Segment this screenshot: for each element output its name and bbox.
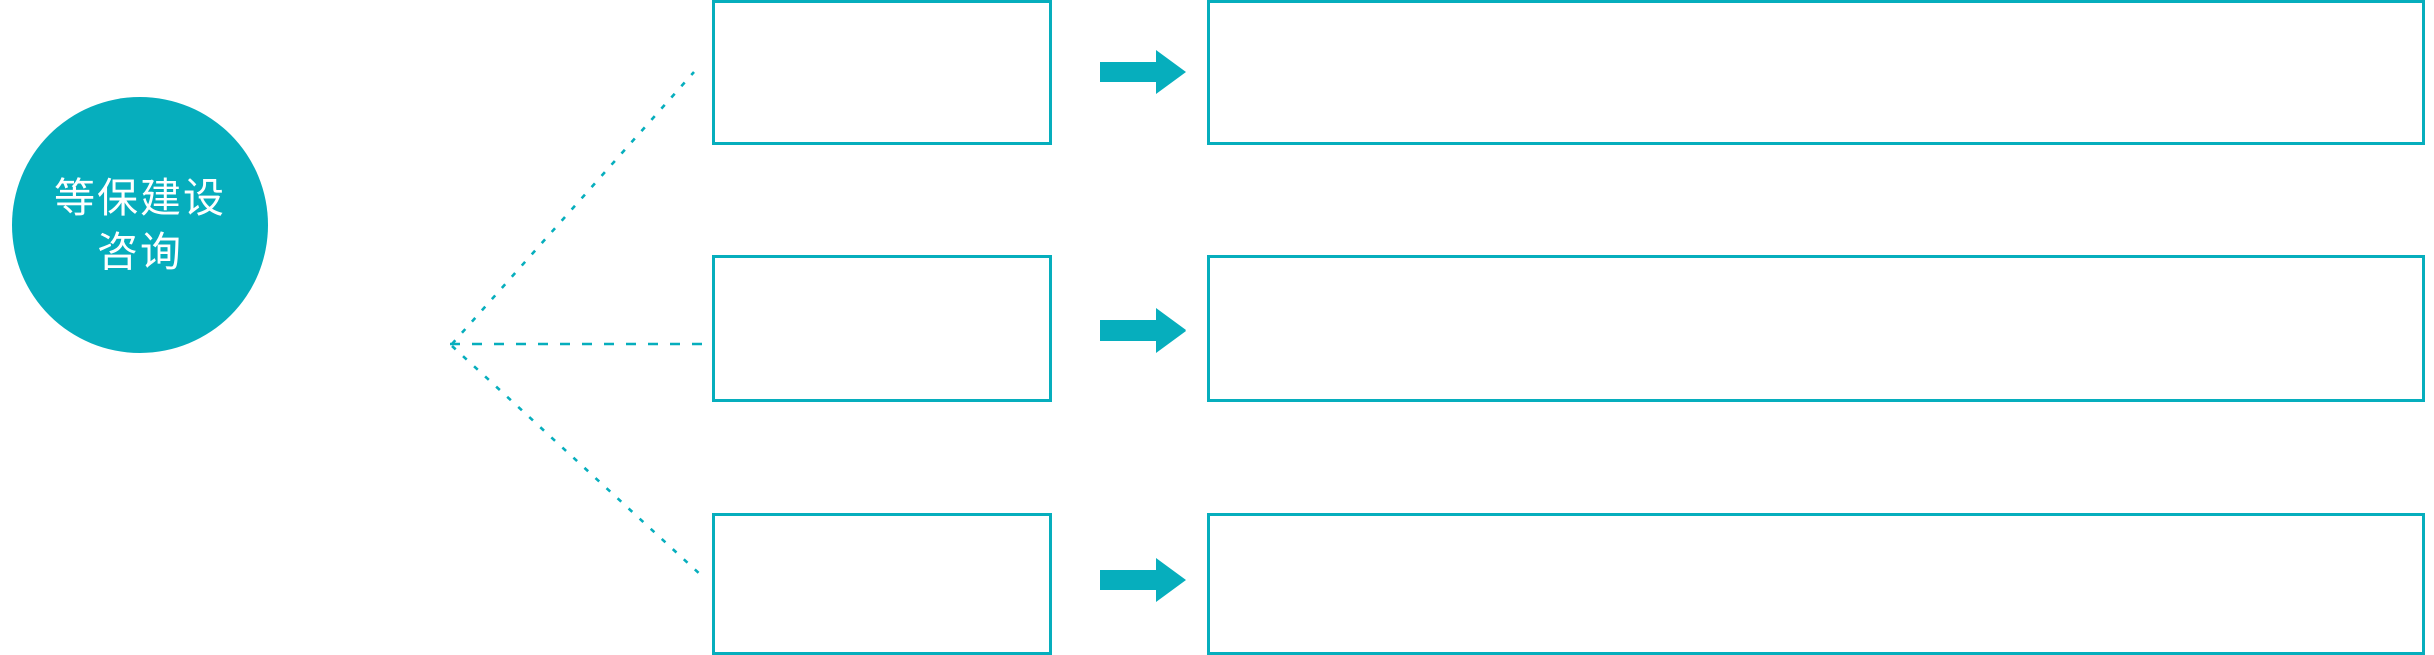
hub-label-line2: 咨询 (97, 229, 183, 275)
detail-box[interactable] (1207, 0, 2425, 145)
right-block-arrow-icon (1100, 50, 1186, 94)
right-block-arrow-icon (1100, 308, 1186, 352)
detail-box[interactable] (1207, 255, 2425, 402)
detail-box[interactable] (1207, 513, 2425, 655)
flow-row (0, 513, 2434, 655)
step-box[interactable] (712, 0, 1052, 145)
step-box[interactable] (712, 255, 1052, 402)
hub-label-line1: 等保建设 (54, 174, 226, 221)
hub-circle[interactable]: 等保建设 咨询 (12, 97, 268, 353)
flow-row (0, 0, 2434, 353)
right-block-arrow-icon (1100, 558, 1186, 602)
flow-row (0, 255, 2434, 402)
step-box[interactable] (712, 513, 1052, 655)
